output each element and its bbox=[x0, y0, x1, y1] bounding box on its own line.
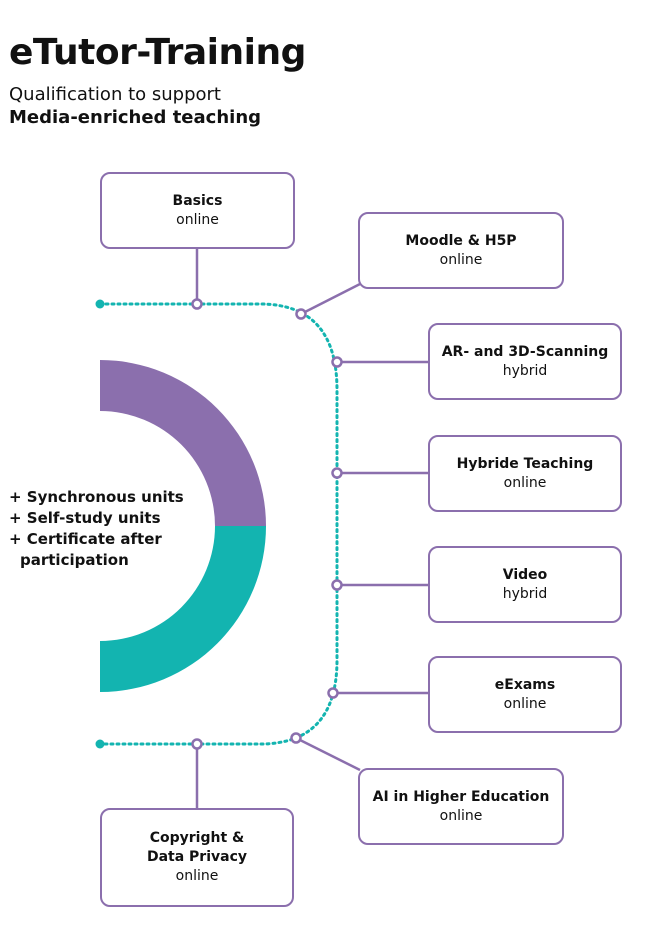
module-mode: hybrid bbox=[502, 362, 548, 379]
module-mode: online bbox=[176, 211, 219, 228]
module-basics: Basics online bbox=[100, 172, 295, 249]
feature-item: participation bbox=[20, 551, 129, 569]
page-subtitle: Qualification to support bbox=[9, 84, 221, 105]
ring-lower-segment bbox=[100, 526, 266, 692]
module-mode: online bbox=[439, 251, 483, 268]
module-name-line1: Copyright & bbox=[149, 830, 245, 846]
feature-item: + Synchronous units bbox=[9, 488, 184, 506]
node-eexams bbox=[327, 687, 339, 699]
module-hybride-teaching: Hybride Teaching online bbox=[428, 435, 622, 512]
node-moodle bbox=[295, 308, 307, 320]
connector-moodle bbox=[300, 282, 361, 316]
node-copyright bbox=[191, 738, 203, 750]
connector-ai bbox=[295, 736, 361, 772]
track-start-dot bbox=[95, 299, 105, 309]
module-ai-higher-education: AI in Higher Education online bbox=[358, 768, 564, 845]
module-name: AI in Higher Education bbox=[372, 788, 550, 805]
node-ar bbox=[331, 356, 343, 368]
node-basics bbox=[191, 298, 203, 310]
track-end-dot bbox=[95, 739, 105, 749]
feature-item: + Self-study units bbox=[9, 509, 161, 527]
node-video bbox=[331, 579, 343, 591]
module-name: AR- and 3D-Scanning bbox=[441, 343, 609, 360]
module-name-line2: Data Privacy bbox=[146, 849, 248, 865]
feature-list: + Synchronous units + Self-study units +… bbox=[9, 487, 184, 571]
node-hybride bbox=[331, 467, 343, 479]
page-title: eTutor-Training bbox=[9, 32, 306, 73]
module-mode: online bbox=[503, 695, 547, 712]
module-eexams: eExams online bbox=[428, 656, 622, 733]
module-name: Hybride Teaching bbox=[456, 455, 594, 472]
module-ar-3d-scanning: AR- and 3D-Scanning hybrid bbox=[428, 323, 622, 400]
module-video: Video hybrid bbox=[428, 546, 622, 623]
module-mode: online bbox=[175, 868, 219, 884]
module-mode: hybrid bbox=[502, 585, 548, 602]
ring-upper-segment bbox=[100, 360, 266, 526]
module-mode: online bbox=[439, 807, 483, 824]
node-ai bbox=[290, 732, 302, 744]
module-name: Moodle & H5P bbox=[405, 232, 517, 249]
page-subtitle-bold: Media-enriched teaching bbox=[9, 107, 262, 128]
feature-item: + Certificate after bbox=[9, 530, 162, 548]
module-mode: online bbox=[503, 474, 547, 491]
module-moodle-h5p: Moodle & H5P online bbox=[358, 212, 564, 289]
module-name: Video bbox=[502, 566, 548, 583]
module-name: Basics bbox=[172, 192, 223, 209]
module-copyright-data-privacy: Copyright & Data Privacy online bbox=[100, 808, 294, 907]
module-name: eExams bbox=[494, 676, 556, 693]
